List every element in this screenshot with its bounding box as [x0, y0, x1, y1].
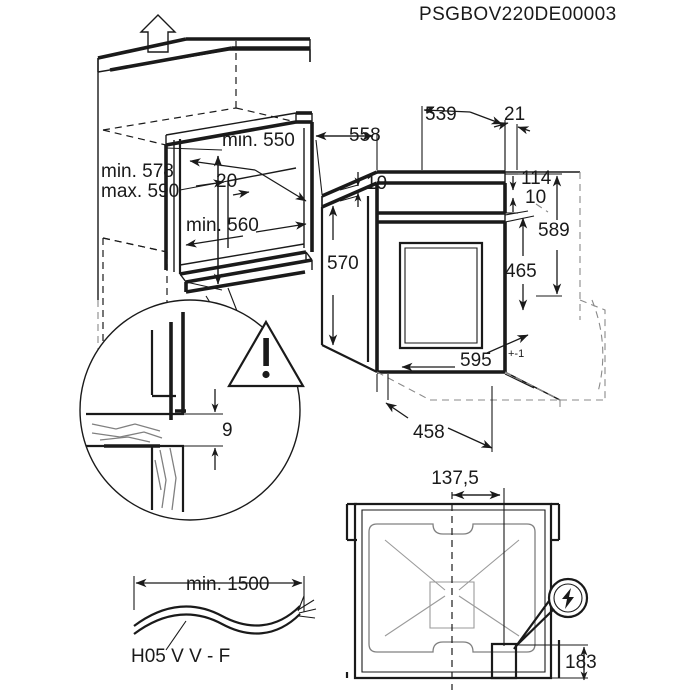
dim-connection-offset-x-label: 137,5	[431, 468, 479, 489]
oven-rear-panel-view: 137,5 183	[345, 468, 597, 690]
dim-oven-top-panel-label: 19	[366, 173, 387, 194]
dim-oven-top-offset: 539	[421, 104, 506, 170]
dim-niche-width-label: min. 560	[186, 215, 259, 236]
cabinet-niche-view: min. 578 max. 590 min. 550 20 min. 560	[97, 14, 314, 470]
dim-niche-depth-label: min. 550	[222, 130, 295, 151]
dim-oven-body-depth-label: 558	[349, 125, 381, 146]
dim-worktop-clearance-label: 9	[222, 420, 233, 441]
detail-circle-boundary	[79, 299, 301, 521]
dim-niche-height-max-label: max. 590	[101, 181, 179, 202]
dim-oven-door-height: 465	[505, 217, 537, 311]
dim-oven-body-height: 570	[327, 205, 359, 346]
dim-oven-control-panel-label: 114	[521, 168, 552, 189]
dim-worktop-clearance: 9	[211, 389, 233, 470]
dim-niche-width: min. 560	[185, 215, 307, 248]
dim-connection-offset-y: 183	[517, 644, 597, 681]
dim-oven-top-offset-label: 539	[425, 104, 457, 125]
dim-oven-front-lip-label: 21	[504, 104, 525, 125]
dim-oven-door-height-label: 465	[505, 261, 537, 282]
dim-niche-height-min-label: min. 578	[101, 161, 174, 182]
oven-isometric-view: 558 539 21	[315, 104, 608, 452]
dim-oven-body-height-label: 570	[327, 253, 359, 274]
dim-oven-front-width-tolerance: +-1	[508, 348, 524, 360]
cable-spec-label: H05 V V - F	[131, 646, 230, 667]
drawing-title: PSGBOV220DE00003	[419, 4, 617, 25]
dim-connection-offset-y-label: 183	[565, 652, 597, 673]
detail-circle-view: 9	[79, 299, 305, 521]
dim-oven-body-width-label: 458	[413, 422, 445, 443]
dim-oven-body-width: 458	[385, 374, 493, 452]
warning-triangle-icon	[227, 319, 305, 388]
dim-oven-trim-gap-label: 10	[525, 187, 546, 208]
dim-oven-front-width-label: 595	[460, 350, 492, 371]
dim-oven-front-width: 595 +-1	[376, 334, 535, 392]
dim-oven-front-lip: 21	[493, 104, 531, 172]
dim-connection-offset-x: 137,5	[431, 468, 505, 646]
dim-oven-top-panel: 19	[339, 172, 387, 207]
dim-oven-front-height-label: 589	[538, 220, 570, 241]
dim-oven-front-height: 589	[506, 173, 570, 297]
dim-niche-depth: min. 550	[189, 130, 307, 202]
dim-oven-body-depth: 558	[315, 125, 381, 195]
electrical-connection-icon	[513, 577, 589, 650]
dim-niche-height: min. 578 max. 590	[101, 147, 223, 291]
dim-oven-trim-gap: 10	[504, 187, 549, 223]
dim-cable-length-label: min. 1500	[186, 574, 269, 595]
mains-cable-view: min. 1500 H05 V V - F	[131, 574, 317, 667]
dim-niche-gap-label: 20	[216, 171, 237, 192]
dim-niche-gap: 20	[195, 171, 250, 199]
